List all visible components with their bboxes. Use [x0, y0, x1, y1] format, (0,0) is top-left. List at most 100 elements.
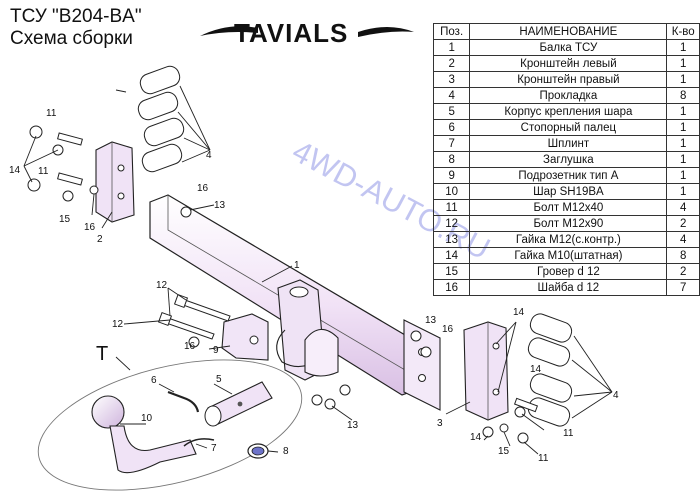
row-position: 2	[432, 55, 471, 72]
row-position: 4	[432, 87, 471, 104]
row-position: 14	[432, 247, 471, 264]
callout-4-right: 4	[613, 390, 619, 401]
row-quantity: 2	[666, 215, 700, 232]
row-quantity: 1	[666, 167, 700, 184]
part-8-plug	[247, 443, 269, 459]
callout-14-left: 14	[9, 165, 21, 176]
callout-11-left-top: 11	[46, 108, 57, 119]
logo-swoosh-left	[200, 26, 258, 36]
callout-7: 7	[211, 443, 217, 454]
part-4-shims-right	[527, 313, 573, 427]
row-position: 1	[432, 39, 471, 56]
header-position: Поз.	[432, 23, 471, 40]
row-name: Подрозетник тип А	[469, 167, 668, 184]
row-position: 13	[432, 231, 471, 248]
title-subtitle: Схема сборки	[10, 28, 133, 49]
row-quantity: 2	[666, 263, 700, 280]
row-quantity: 1	[666, 55, 700, 72]
row-quantity: 1	[666, 135, 700, 152]
row-quantity: 1	[666, 103, 700, 120]
callout-11-right-bottom: 11	[538, 453, 549, 464]
row-position: 7	[432, 135, 471, 152]
row-position: 12	[432, 215, 471, 232]
fasteners-right	[188, 330, 539, 444]
row-name: Прокладка	[469, 87, 668, 104]
callout-11-left-bottom: 11	[38, 166, 49, 177]
callout-11-right-top: 11	[563, 428, 574, 439]
part-6-locking-pin	[167, 390, 200, 413]
callout-4-left: 4	[206, 150, 212, 161]
row-quantity: 1	[666, 39, 700, 56]
row-position: 5	[432, 103, 471, 120]
row-position: 6	[432, 119, 471, 136]
row-name: Корпус крепления шара	[469, 103, 668, 120]
row-quantity: 1	[666, 119, 700, 136]
callout-16-mid: 16	[442, 324, 454, 335]
callout-14-right-mid: 14	[530, 364, 542, 375]
callout-15-right: 15	[498, 446, 510, 457]
part-10-tow-ball	[91, 395, 197, 474]
row-name: Шайба d 12	[469, 279, 668, 296]
row-name: Болт М12х90	[469, 215, 668, 232]
callout-16-top: 16	[197, 183, 209, 194]
row-position: 15	[432, 263, 471, 280]
title-model: ТСУ "B204-BA"	[10, 6, 142, 27]
callout-12-top: 12	[156, 280, 168, 291]
callout-13-bottom: 13	[347, 420, 359, 431]
callout-3: 3	[437, 418, 443, 429]
row-position: 10	[432, 183, 471, 200]
row-name: Гайка М10(штатная)	[469, 247, 668, 264]
row-name: Шар SH19BA	[469, 183, 668, 200]
row-quantity: 1	[666, 151, 700, 168]
logo-text: TAVIALS	[234, 18, 348, 48]
part-2-left-bracket	[95, 141, 135, 223]
header-name: НАИМЕНОВАНИЕ	[469, 23, 668, 40]
row-name: Кронштейн левый	[469, 55, 668, 72]
row-quantity: 1	[666, 71, 700, 88]
callout-16-left: 16	[84, 222, 96, 233]
row-quantity: 1	[666, 183, 700, 200]
row-name: Кронштейн правый	[469, 71, 668, 88]
callout-5: 5	[216, 374, 222, 385]
row-position: 9	[432, 167, 471, 184]
row-name: Балка ТСУ	[469, 39, 668, 56]
part-9-socket-plate	[221, 313, 269, 361]
row-name: Заглушка	[469, 151, 668, 168]
callout-9: 9	[213, 345, 219, 356]
part-4-shims-left	[137, 65, 185, 173]
callout-13-mid: 13	[425, 315, 437, 326]
row-quantity: 8	[666, 247, 700, 264]
callout-16-bottom: 16	[184, 341, 196, 352]
callout-12-bottom: 12	[112, 319, 124, 330]
part-1-hitch-mount	[276, 279, 339, 381]
row-quantity: 4	[666, 231, 700, 248]
brand-logo: TAVIALS	[200, 18, 414, 48]
callout-2: 2	[97, 234, 103, 245]
row-name: Гайка М12(с.контр.)	[469, 231, 668, 248]
callout-13-top: 13	[214, 200, 226, 211]
callout-10: 10	[141, 413, 153, 424]
part-7-cotter-pin	[183, 438, 215, 447]
part-3-right-bracket	[463, 321, 509, 421]
diagram-title: ТСУ "B204-BA" Схема сборки	[10, 6, 142, 50]
logo-swoosh-right	[358, 27, 414, 37]
callout-15-left: 15	[59, 214, 71, 225]
header-quantity: К-во	[666, 23, 700, 40]
part-12-bolts	[157, 293, 231, 340]
callout-14-right-bottom: 14	[470, 432, 482, 443]
row-name: Стопорный палец	[469, 119, 668, 136]
row-name: Болт М12х40	[469, 199, 668, 216]
callout-1: 1	[294, 260, 300, 271]
